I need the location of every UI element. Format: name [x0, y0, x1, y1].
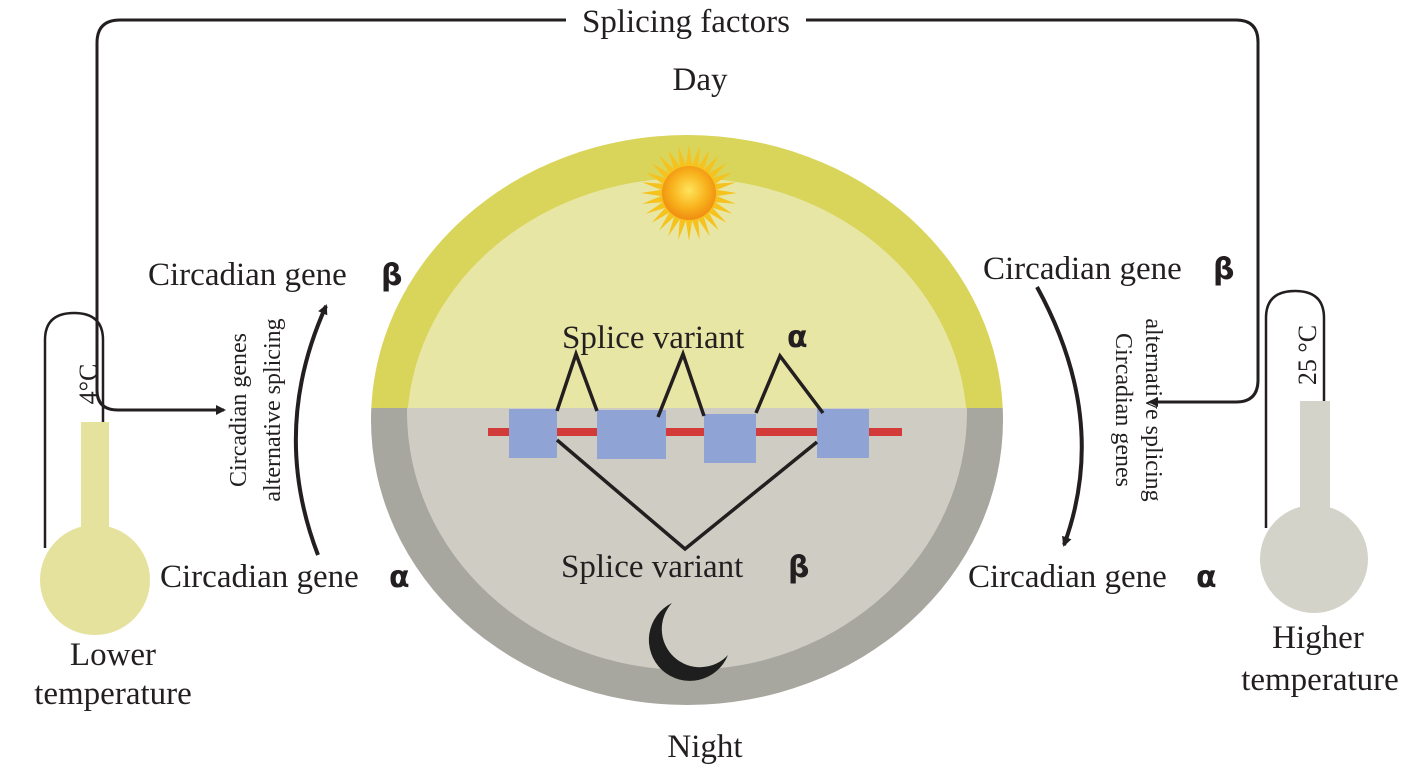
night-inner-area [407, 408, 967, 670]
exon-3 [704, 414, 756, 463]
svg-text:alternative splicing: alternative splicing [1140, 318, 1166, 501]
lower-temperature-label-line1: Lower [70, 637, 156, 673]
exon-4 [817, 409, 869, 458]
splice-variant-alpha-symbol: α [787, 320, 808, 355]
cold-temp-value: 4°C [74, 364, 103, 405]
cold-thermometer-icon [40, 311, 150, 635]
sun-icon [641, 145, 737, 241]
right-gene-beta-symbol: β [1213, 252, 1234, 287]
day-inner-area [407, 178, 967, 408]
right-splicing-arrow [1035, 286, 1084, 547]
left-splicing-text: Circadian genes alternative splicing [226, 318, 286, 501]
higher-temperature-label-line2: temperature [1241, 662, 1399, 698]
alpha-splice-junction-2 [656, 348, 706, 418]
svg-text:alternative splicing: alternative splicing [260, 318, 286, 501]
exon-2 [597, 410, 666, 459]
day-label: Day [673, 62, 728, 98]
right-gene-alpha-symbol: α [1196, 560, 1217, 595]
beta-splice-junction [555, 438, 819, 552]
day-night-circle [371, 135, 1003, 705]
higher-temperature-label-line1: Higher [1272, 620, 1364, 656]
left-gene-alpha-label: Circadian gene [160, 559, 359, 595]
right-gene-beta-label: Circadian gene [983, 251, 1182, 287]
splicing-factors-loop-right [806, 18, 1260, 407]
lower-temperature-label-line2: temperature [34, 676, 192, 712]
left-splicing-arrow [293, 304, 328, 556]
right-splicing-text: Circadian genes alternative splicing [1110, 318, 1166, 501]
svg-text:Circadian genes: Circadian genes [1110, 333, 1136, 487]
splicing-factors-loop [95, 18, 566, 415]
splice-variant-alpha-label: Splice variant [562, 320, 744, 356]
left-gene-beta-symbol: β [381, 258, 402, 293]
alpha-splice-junction-3 [754, 352, 825, 415]
svg-text:4°C: 4°C [74, 364, 103, 405]
night-label: Night [667, 729, 742, 765]
splice-variant-beta-symbol: β [788, 550, 809, 585]
svg-text:25 °C: 25 °C [1293, 325, 1322, 385]
right-gene-alpha-label: Circadian gene [968, 559, 1167, 595]
sun-core [662, 166, 716, 220]
moon-icon [648, 603, 728, 681]
warm-thermometer-icon [1260, 289, 1368, 613]
warm-temp-value: 25 °C [1293, 325, 1322, 385]
svg-text:Circadian genes: Circadian genes [226, 333, 252, 487]
splicing-factors-label: Splicing factors [582, 4, 790, 40]
left-gene-alpha-symbol: α [389, 560, 410, 595]
alpha-splice-junction-1 [555, 348, 599, 412]
exon-1 [509, 409, 557, 458]
splice-variant-beta-label: Splice variant [561, 549, 743, 585]
left-gene-beta-label: Circadian gene [148, 257, 347, 293]
